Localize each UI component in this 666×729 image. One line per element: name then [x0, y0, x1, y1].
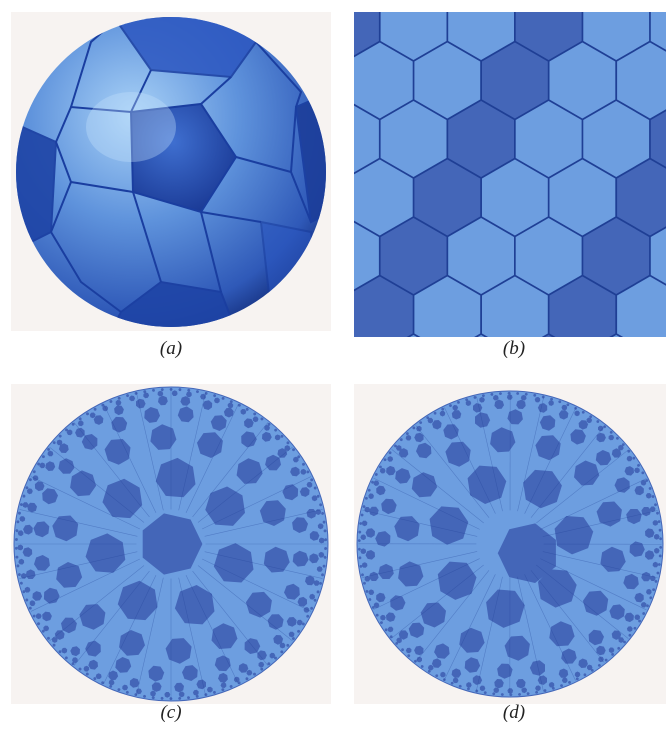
caption-a: (a) [11, 338, 331, 360]
panel-d-hyperbolic-tiling [354, 384, 666, 704]
caption-b: (b) [354, 338, 666, 360]
caption-c: (c) [11, 702, 331, 724]
hexagon-tiling-image [354, 12, 666, 337]
panel-c-hyperbolic-tiling [11, 384, 331, 704]
panel-b-hexagon-tiling [354, 12, 666, 337]
soccer-ball-image [11, 12, 331, 331]
hyperbolic-disk-c-image [11, 384, 331, 704]
hyperbolic-disk-d-image [354, 384, 666, 704]
caption-d: (d) [354, 702, 666, 724]
panel-a-soccer-ball [11, 12, 331, 331]
